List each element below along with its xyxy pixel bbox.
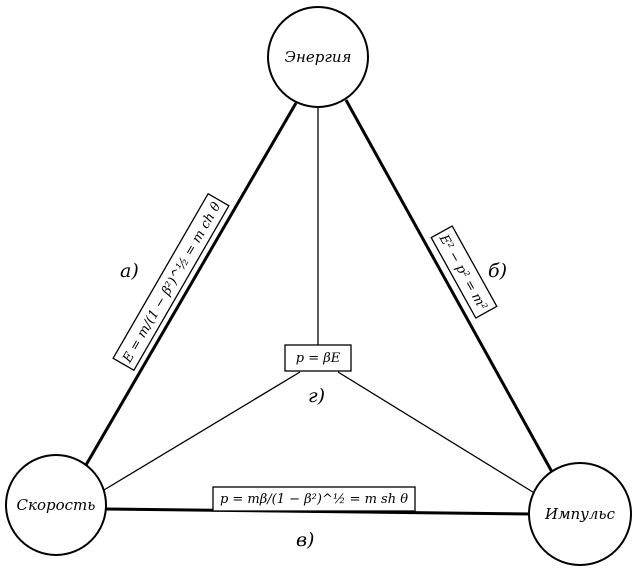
formula-g: p = βE [296, 351, 341, 366]
node-velocity: Скорость [5, 454, 107, 556]
node-energy: Энергия [267, 6, 369, 108]
tag-a: а) [120, 260, 139, 282]
edge-energy-velocity [84, 102, 298, 466]
node-momentum: Импульс [528, 462, 632, 566]
formula-v: p = mβ/(1 − β²)^½ = m sh θ [220, 492, 408, 507]
edge-center-velocity [103, 371, 301, 491]
formula-box-a: E = m/(1 − β²)^½ = m ch θ [112, 192, 230, 372]
edge-energy-momentum [344, 99, 554, 473]
formula-box-g: p = βE [284, 344, 352, 372]
formula-a: E = m/(1 − β²)^½ = m ch θ [120, 200, 225, 366]
formula-box-v: p = mβ/(1 − β²)^½ = m sh θ [212, 486, 416, 512]
node-momentum-label: Импульс [544, 505, 616, 523]
tag-g: г) [308, 385, 325, 407]
node-energy-label: Энергия [284, 48, 351, 66]
tag-b: б) [488, 260, 507, 282]
tag-v: в) [296, 529, 314, 551]
edge-center-momentum [337, 371, 537, 495]
node-velocity-label: Скорость [17, 496, 96, 514]
